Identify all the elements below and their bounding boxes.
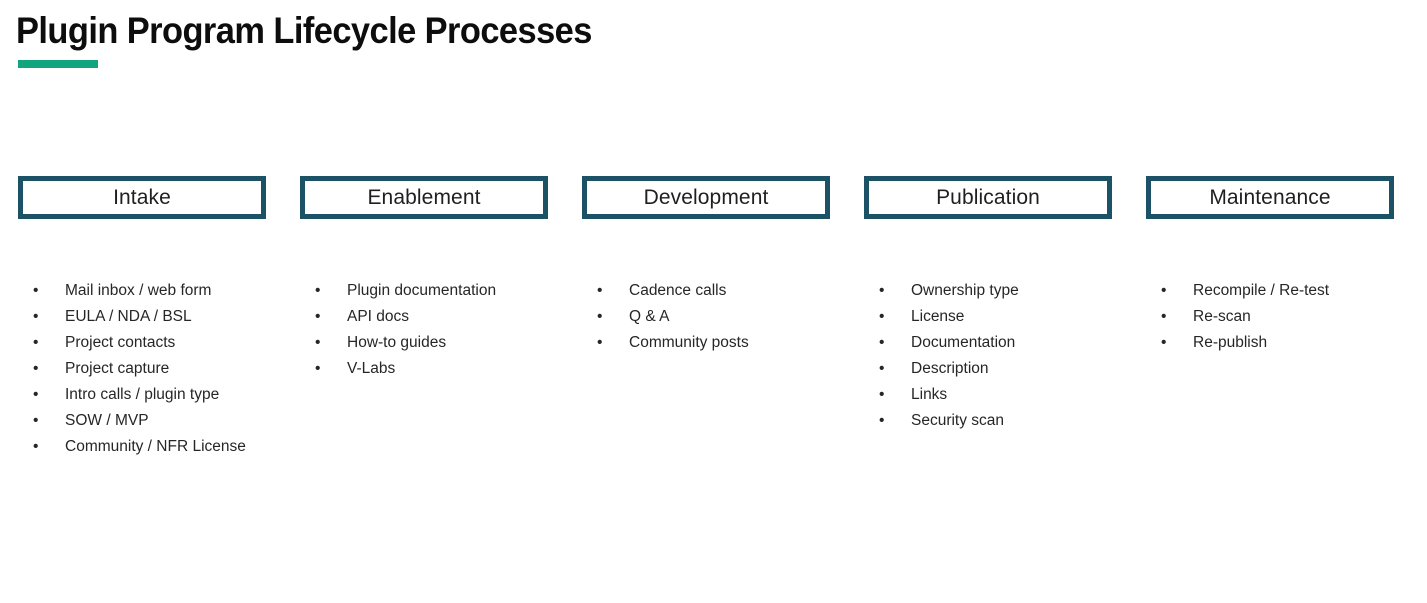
list-item: • Links [864, 382, 1112, 408]
list-item-label: Cadence calls [629, 282, 727, 299]
list-item-label: Links [911, 386, 948, 403]
bullet-icon: • [879, 308, 885, 325]
list-item-label: V-Labs [347, 360, 396, 377]
list-item: • Description [864, 356, 1112, 382]
lifecycle-phase-columns: Intake • Mail inbox / web form • EULA / … [18, 176, 1409, 460]
list-item-label: Mail inbox / web form [65, 282, 212, 299]
bullet-icon: • [1161, 308, 1167, 325]
list-item: • API docs [300, 304, 548, 330]
bullet-icon: • [315, 360, 321, 377]
list-item: • License [864, 304, 1112, 330]
bullet-icon: • [315, 282, 321, 299]
page-title: Plugin Program Lifecycle Processes [16, 10, 592, 51]
bullet-icon: • [33, 360, 39, 377]
list-item-label: Re-publish [1193, 334, 1268, 351]
phase-column-publication: Publication • Ownership type • License •… [864, 176, 1112, 460]
bullet-icon: • [1161, 282, 1167, 299]
bullet-icon: • [879, 412, 885, 429]
list-item: • Community / NFR License [18, 434, 266, 460]
title-accent-bar [18, 60, 98, 68]
bullet-icon: • [315, 334, 321, 351]
phase-header-publication[interactable]: Publication [864, 176, 1112, 219]
list-item: • Re-scan [1146, 304, 1394, 330]
phase-column-development: Development • Cadence calls • Q & A • Co… [582, 176, 830, 460]
phase-item-list-maintenance: • Recompile / Re-test • Re-scan • Re-pub… [1146, 278, 1394, 356]
list-item: • SOW / MVP [18, 408, 266, 434]
list-item: • How-to guides [300, 330, 548, 356]
phase-item-list-enablement: • Plugin documentation • API docs • How-… [300, 278, 548, 382]
phase-header-label: Maintenance [1209, 186, 1331, 209]
bullet-icon: • [879, 334, 885, 351]
bullet-icon: • [1161, 334, 1167, 351]
phase-column-intake: Intake • Mail inbox / web form • EULA / … [18, 176, 266, 460]
bullet-icon: • [879, 360, 885, 377]
phase-header-enablement[interactable]: Enablement [300, 176, 548, 219]
list-item: • Ownership type [864, 278, 1112, 304]
list-item-label: EULA / NDA / BSL [65, 308, 192, 325]
bullet-icon: • [33, 282, 39, 299]
bullet-icon: • [33, 412, 39, 429]
phase-header-label: Publication [936, 186, 1040, 209]
list-item: • Cadence calls [582, 278, 830, 304]
bullet-icon: • [33, 438, 39, 455]
phase-header-label: Enablement [367, 186, 481, 209]
bullet-icon: • [597, 308, 603, 325]
phase-item-list-intake: • Mail inbox / web form • EULA / NDA / B… [18, 278, 266, 460]
list-item-label: Recompile / Re-test [1193, 282, 1330, 299]
list-item-label: Community posts [629, 334, 749, 351]
list-item: • Re-publish [1146, 330, 1394, 356]
list-item: • Q & A [582, 304, 830, 330]
list-item-label: Re-scan [1193, 308, 1251, 325]
list-item-label: Project capture [65, 360, 170, 377]
list-item-label: Intro calls / plugin type [65, 386, 220, 403]
list-item-label: Ownership type [911, 282, 1019, 299]
list-item: • V-Labs [300, 356, 548, 382]
phase-column-maintenance: Maintenance • Recompile / Re-test • Re-s… [1146, 176, 1394, 460]
bullet-icon: • [33, 308, 39, 325]
list-item-label: Q & A [629, 308, 670, 325]
list-item: • Security scan [864, 408, 1112, 434]
list-item: • Mail inbox / web form [18, 278, 266, 304]
list-item: • Project capture [18, 356, 266, 382]
list-item-label: Documentation [911, 334, 1016, 351]
bullet-icon: • [315, 308, 321, 325]
list-item-label: Community / NFR License [65, 438, 246, 455]
list-item: • Intro calls / plugin type [18, 382, 266, 408]
phase-item-list-publication: • Ownership type • License • Documentati… [864, 278, 1112, 434]
list-item: • Plugin documentation [300, 278, 548, 304]
phase-header-maintenance[interactable]: Maintenance [1146, 176, 1394, 219]
list-item-label: Plugin documentation [347, 282, 497, 299]
list-item-label: SOW / MVP [65, 412, 149, 429]
list-item-label: Description [911, 360, 989, 377]
phase-column-enablement: Enablement • Plugin documentation • API … [300, 176, 548, 460]
list-item: • Project contacts [18, 330, 266, 356]
list-item-label: Security scan [911, 412, 1005, 429]
phase-header-development[interactable]: Development [582, 176, 830, 219]
list-item-label: Project contacts [65, 334, 176, 351]
phase-header-intake[interactable]: Intake [18, 176, 266, 219]
list-item: • Documentation [864, 330, 1112, 356]
bullet-icon: • [879, 386, 885, 403]
bullet-icon: • [33, 334, 39, 351]
list-item-label: License [911, 308, 965, 325]
phase-header-label: Intake [113, 186, 171, 209]
list-item: • EULA / NDA / BSL [18, 304, 266, 330]
bullet-icon: • [879, 282, 885, 299]
list-item-label: How-to guides [347, 334, 447, 351]
list-item: • Community posts [582, 330, 830, 356]
bullet-icon: • [597, 334, 603, 351]
bullet-icon: • [33, 386, 39, 403]
phase-item-list-development: • Cadence calls • Q & A • Community post… [582, 278, 830, 356]
list-item-label: API docs [347, 308, 410, 325]
list-item: • Recompile / Re-test [1146, 278, 1394, 304]
bullet-icon: • [597, 282, 603, 299]
phase-header-label: Development [643, 186, 769, 209]
